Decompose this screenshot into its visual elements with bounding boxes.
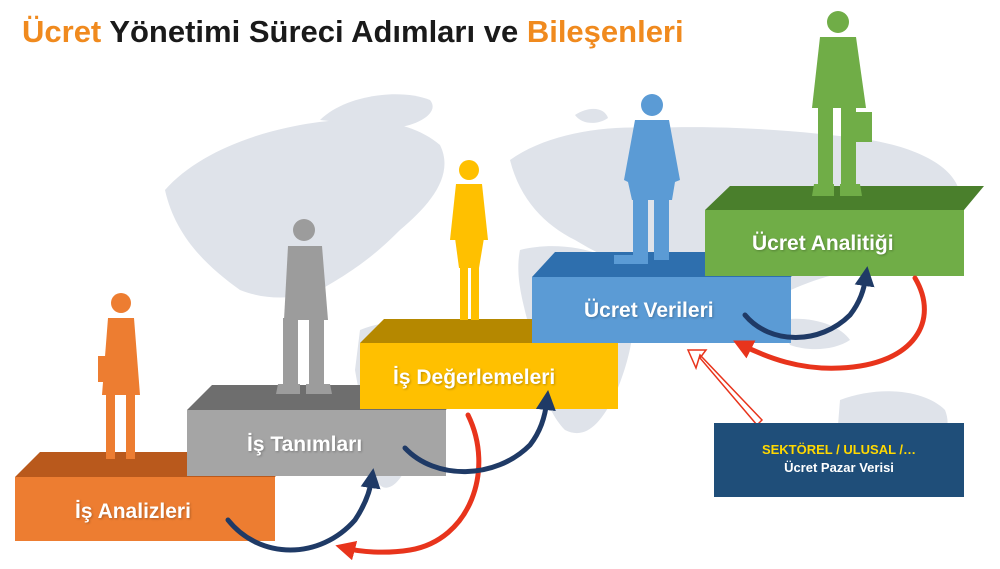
arrow-outline <box>686 349 764 427</box>
person-yellow-woman <box>450 160 488 320</box>
person-green-man <box>812 11 872 196</box>
market-data-title: Ücret Pazar Verisi <box>784 460 894 475</box>
step-label-3: İş Değerlemeleri <box>393 366 556 389</box>
arrow-red-2 <box>733 275 927 371</box>
person-orange-woman <box>98 293 140 459</box>
step-label-2: İş Tanımları <box>247 433 363 456</box>
arrow-blue-2 <box>402 390 556 475</box>
step-label-4: Ücret Verileri <box>584 299 714 322</box>
arrow-blue-3 <box>742 266 875 340</box>
title-accent-2: Bileşenleri <box>526 14 684 49</box>
person-gray-man <box>276 219 332 394</box>
market-data-scope: SEKTÖREL / ULUSAL /… <box>761 442 917 457</box>
step-5 <box>705 186 984 276</box>
page-title: Ücret Yönetimi Süreci Adımları ve Bileşe… <box>22 14 684 50</box>
title-accent-1: Ücret <box>22 14 102 49</box>
person-blue-man <box>614 94 680 264</box>
flow-arrows <box>225 266 927 561</box>
title-middle: Yönetimi Süreci Adımları ve <box>101 14 527 49</box>
arrow-blue-1 <box>225 468 381 553</box>
market-data-box: SEKTÖREL / ULUSAL /… Ücret Pazar Verisi <box>714 423 964 497</box>
step-label-5: Ücret Analitiği <box>752 232 894 255</box>
arrow-red-1 <box>335 412 482 561</box>
step-label-1: İş Analizleri <box>75 500 191 523</box>
